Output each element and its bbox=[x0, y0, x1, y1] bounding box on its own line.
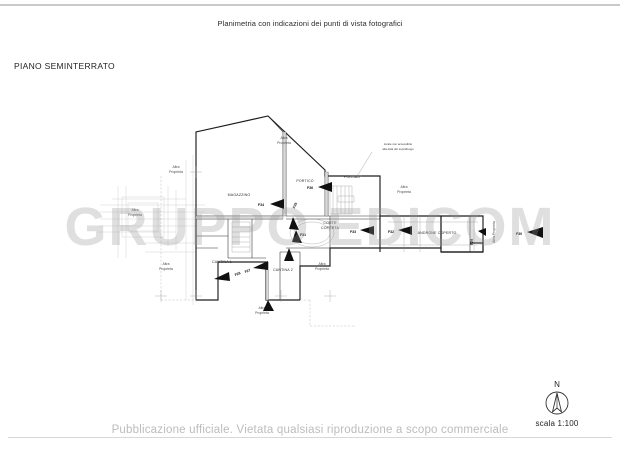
photo-point-markers: F34 F35 F36 F31 bbox=[214, 182, 543, 311]
photo-point-F29[interactable]: F29 bbox=[470, 228, 486, 245]
photo-point-F34[interactable]: F34 bbox=[258, 199, 284, 209]
photo-point-F30[interactable]: F30 bbox=[516, 227, 543, 238]
room-label-pollaio: POLLAIO bbox=[344, 175, 360, 179]
photo-point-arrow-bottom bbox=[263, 300, 274, 311]
compass-rose-icon bbox=[545, 391, 569, 415]
photo-point-F31-label: F31 bbox=[300, 233, 306, 237]
other-property-farleft-l2: Proprieta bbox=[128, 213, 142, 217]
room-label-portico: PORTICO bbox=[296, 179, 313, 183]
note-line-2: alla data del sopralluogo bbox=[382, 147, 414, 151]
room-label-androne-coperto: ANDRONE COPERTO bbox=[418, 231, 457, 235]
photo-point-F29-label: F29 bbox=[470, 239, 474, 245]
other-property-midright-l1: Altra bbox=[319, 262, 326, 266]
photo-point-F26[interactable]: F26 bbox=[284, 248, 294, 261]
room-labels: MAGAZZINO PORTICO POLLAIO CORTE COPERTA … bbox=[212, 175, 456, 272]
top-divider bbox=[0, 4, 620, 6]
photo-point-F36-label: F36 bbox=[307, 186, 313, 190]
floor-label: PIANO SEMINTERRATO bbox=[14, 61, 115, 71]
photo-point-F32[interactable]: F32 bbox=[388, 226, 412, 235]
other-property-labels: Altra Proprieta Altra Proprieta Altra Pr… bbox=[128, 136, 496, 315]
scale-label: scala 1:100 bbox=[535, 419, 579, 428]
note-line-1: locale non accessibile bbox=[384, 142, 413, 146]
room-label-magazzino: MAGAZZINO bbox=[228, 193, 251, 197]
construction-lines bbox=[98, 155, 205, 305]
other-property-right-l1: Altra bbox=[401, 185, 408, 189]
other-property-midright-l2: Proprieta bbox=[315, 267, 329, 271]
photo-point-F28-label: F28 bbox=[234, 271, 241, 277]
wall-hatching bbox=[195, 131, 329, 301]
other-property-right-l2: Proprieta bbox=[397, 190, 411, 194]
room-label-corte-coperta-l2: COPERTA bbox=[321, 226, 340, 230]
dimension-ticks bbox=[155, 166, 336, 302]
other-property-top-l2: Proprieta bbox=[277, 141, 291, 145]
photo-point-F31[interactable]: F31 bbox=[292, 230, 306, 243]
bottom-divider bbox=[8, 437, 612, 438]
photo-point-F34-label: F34 bbox=[258, 203, 264, 207]
other-property-lowleft-l1: Altra bbox=[163, 262, 170, 266]
other-property-vertical: Altra Proprieta bbox=[492, 221, 496, 243]
property-boundary bbox=[160, 176, 356, 327]
room-label-cantina-1: CANTINA 1 bbox=[212, 260, 232, 264]
other-property-farleft-l1: Altra bbox=[132, 208, 139, 212]
inaccessible-room-note: locale non accessibile alla data del sop… bbox=[350, 142, 414, 179]
photo-point-F33-label: F33 bbox=[350, 230, 356, 234]
other-property-left-l1: Altra bbox=[173, 165, 180, 169]
other-property-bottom-l2: Proprieta bbox=[255, 311, 269, 315]
other-property-top-l1: Altra bbox=[281, 136, 288, 140]
compass-and-scale: N scala 1:100 bbox=[514, 380, 600, 428]
photo-point-F27-label: F27 bbox=[244, 268, 251, 274]
photo-point-F36[interactable]: F36 bbox=[307, 182, 332, 192]
photo-point-F33[interactable]: F33 bbox=[350, 226, 374, 235]
other-property-left-l2: Proprieta bbox=[169, 170, 183, 174]
photo-point-F26-label: F26 bbox=[286, 255, 292, 259]
photo-point-F30-label: F30 bbox=[516, 232, 522, 236]
photo-point-F28[interactable]: F28 bbox=[214, 271, 241, 281]
photo-point-F32-label: F32 bbox=[388, 230, 394, 234]
room-label-corte-coperta-l1: CORTE bbox=[323, 221, 337, 225]
photo-point-F35[interactable]: F35 bbox=[289, 202, 299, 230]
other-property-bottom-l1: Altra bbox=[259, 306, 266, 310]
photo-point-F35-label: F35 bbox=[292, 202, 298, 209]
page-title: Planimetria con indicazioni dei punti di… bbox=[217, 19, 403, 28]
photo-point-F27[interactable]: F27 bbox=[244, 261, 268, 274]
other-property-lowleft-l2: Proprieta bbox=[159, 267, 173, 271]
north-letter: N bbox=[554, 380, 560, 389]
room-label-cantina-2: CANTINA 2 bbox=[273, 268, 293, 272]
